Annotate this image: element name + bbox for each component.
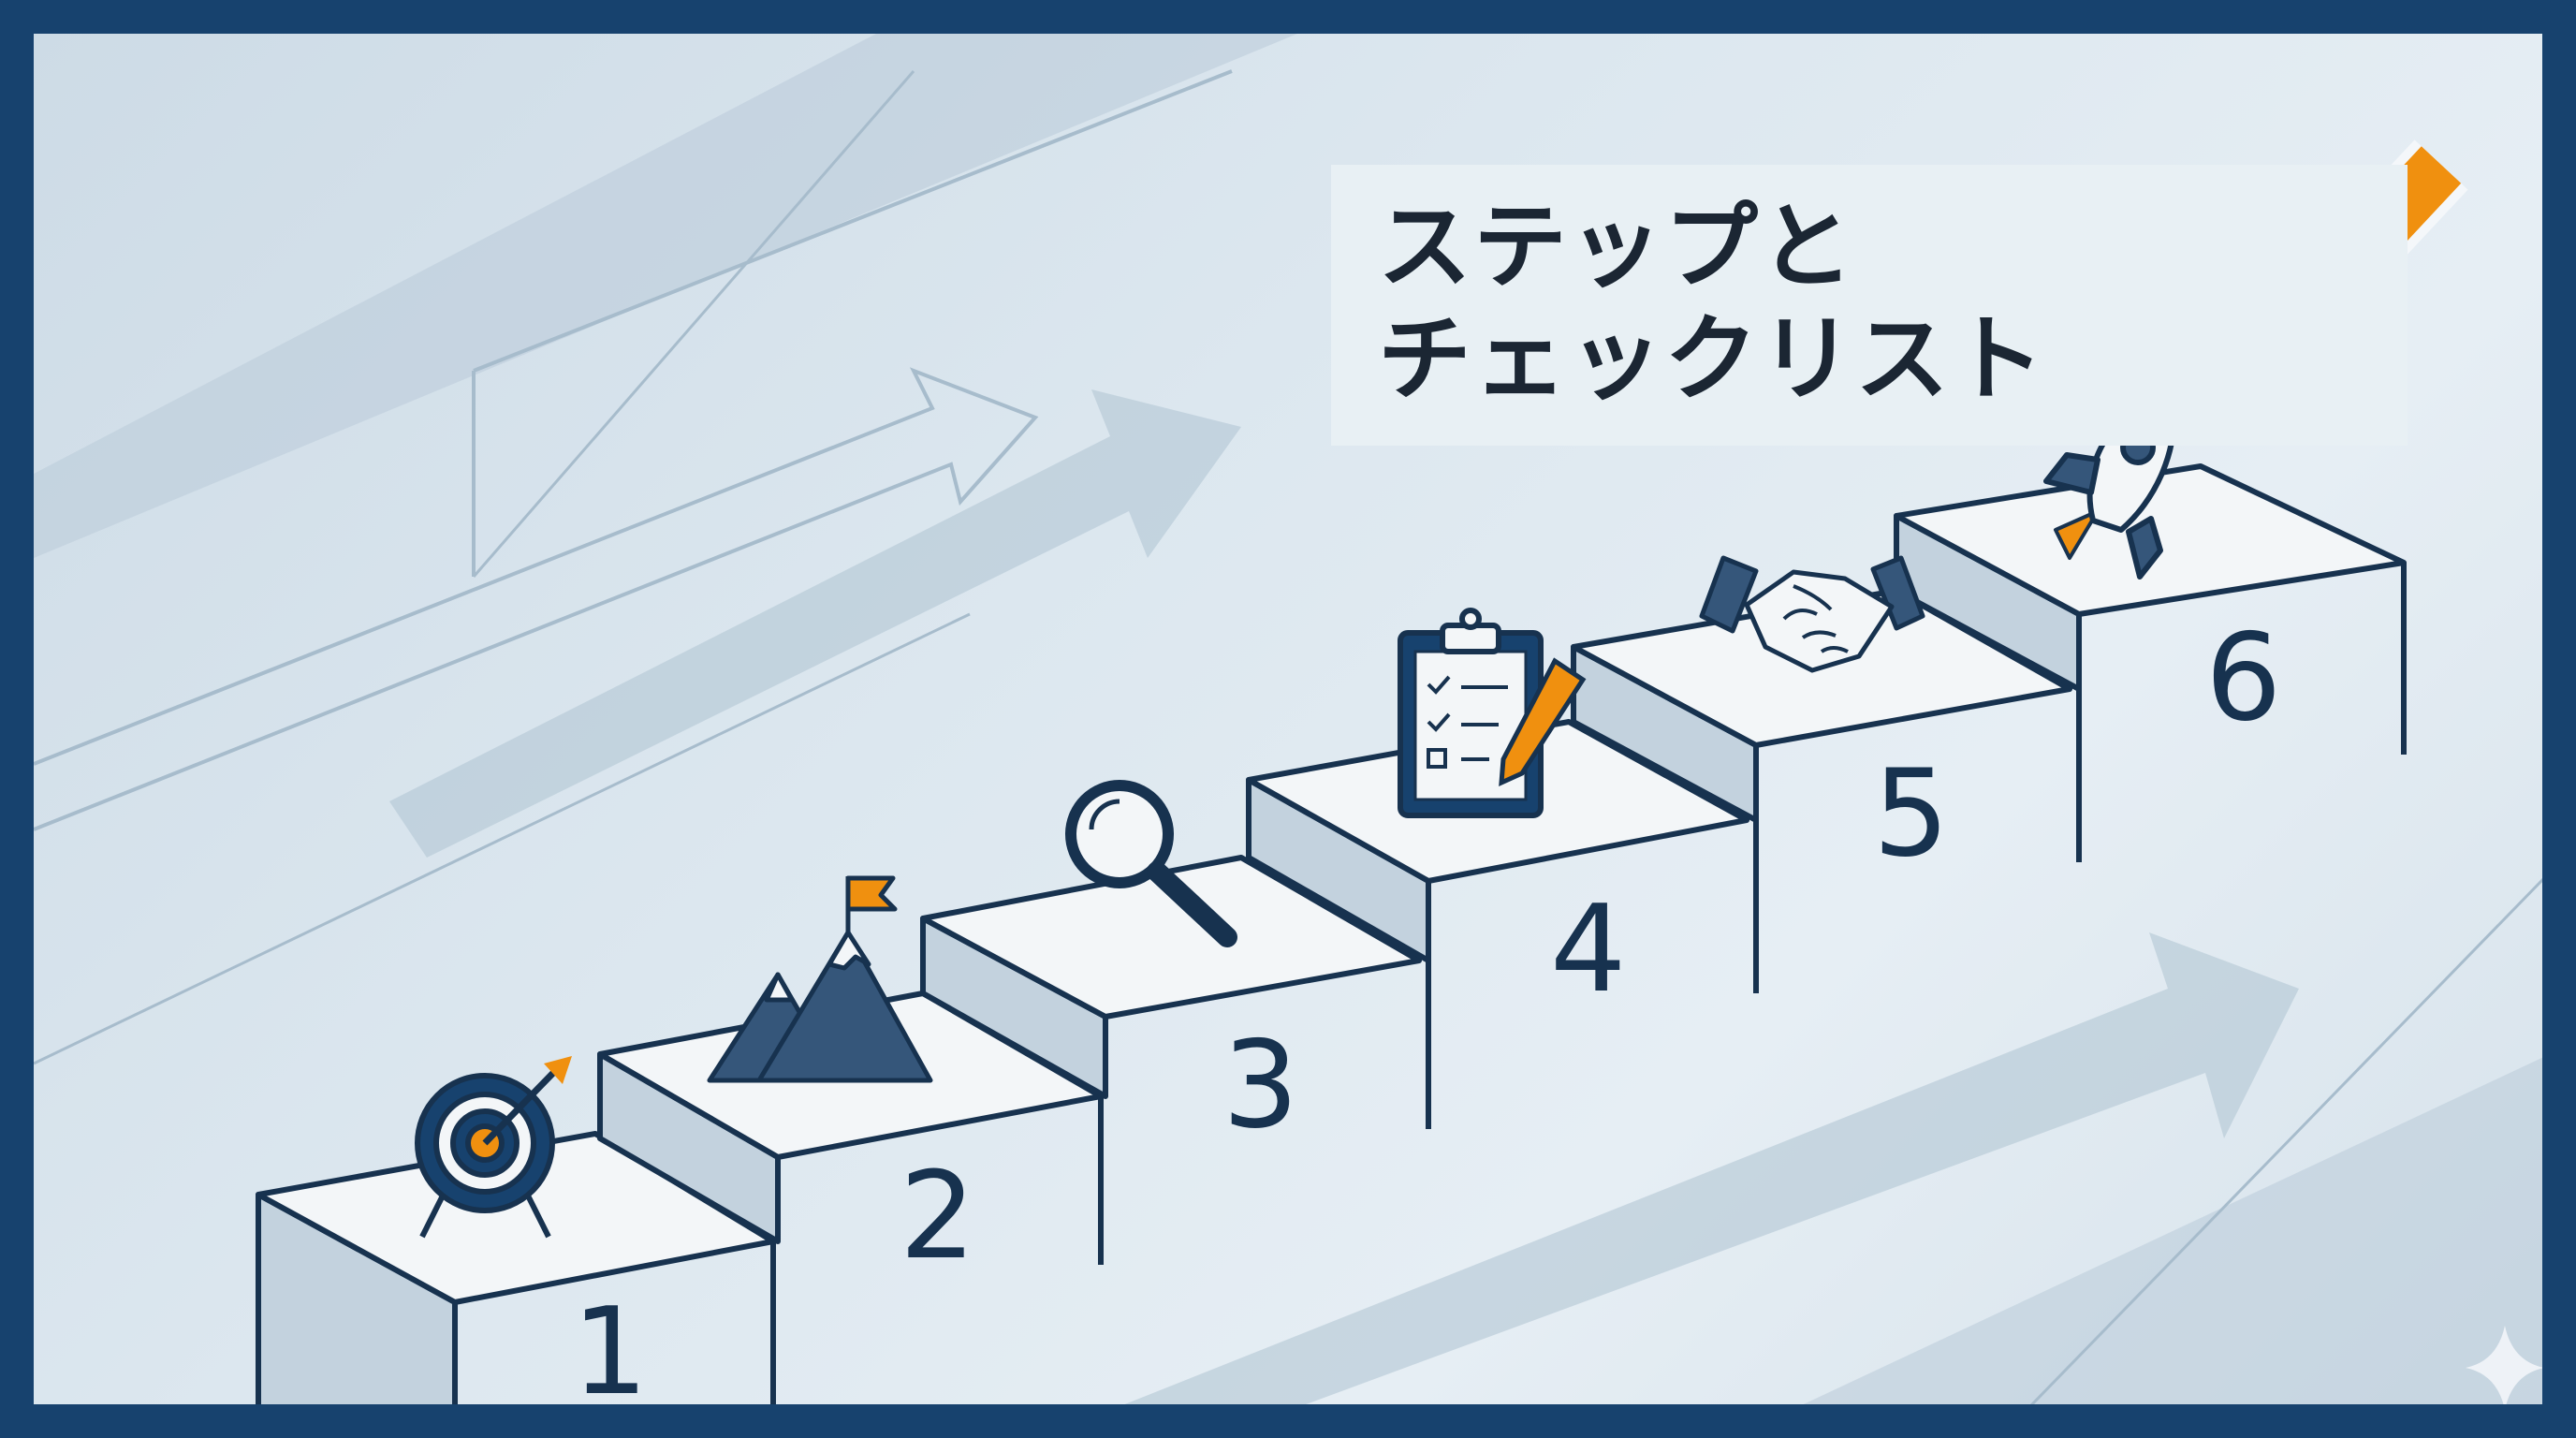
step-number-1: 1 <box>572 1283 649 1422</box>
step-number-2: 2 <box>900 1147 976 1286</box>
clipboard-checklist-icon <box>1398 608 1587 818</box>
mountain-flag-icon <box>707 875 933 1083</box>
step-number-5: 5 <box>1873 744 1950 884</box>
magnifier-icon <box>1065 780 1237 947</box>
step-number-3: 3 <box>1222 1016 1299 1155</box>
title-line-1: ステップと <box>1378 192 1855 301</box>
handshake-icon <box>1699 555 1925 673</box>
title-card: ステップと チェックリスト <box>1331 165 2408 446</box>
target-icon <box>415 1056 572 1239</box>
sparkle-icon <box>2466 1326 2542 1404</box>
staircase <box>256 463 2407 1404</box>
title-line-2: チェックリスト <box>1378 304 2046 414</box>
step-number-4: 4 <box>1550 880 1627 1020</box>
step-number-6: 6 <box>2205 609 2282 748</box>
background-arrows <box>34 34 2542 1404</box>
